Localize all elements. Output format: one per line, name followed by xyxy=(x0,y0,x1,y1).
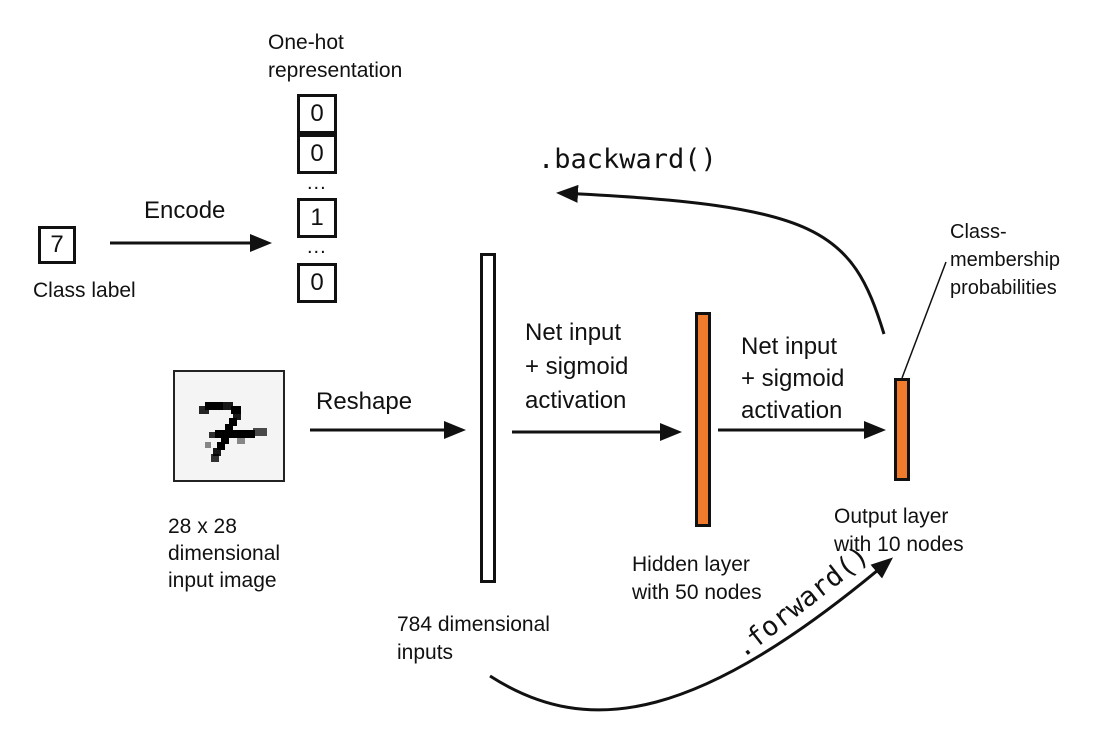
output-layer-bar xyxy=(894,378,910,481)
forward-arrow xyxy=(489,557,894,712)
one-hot-cell: 0 xyxy=(297,263,337,303)
input-image-caption-line3: input image xyxy=(168,569,277,592)
one-hot-title-line1: One-hot xyxy=(268,31,344,54)
transform-2-line2: + sigmoid xyxy=(741,365,845,392)
one-hot-cell-active: 1 xyxy=(297,198,337,238)
input-image xyxy=(173,370,285,482)
handwritten-digit-image xyxy=(199,402,267,462)
one-hot-ellipsis: ... xyxy=(307,236,327,258)
probabilities-line2: membership xyxy=(950,249,1061,271)
hidden-layer-caption-line1: Hidden layer xyxy=(632,553,750,576)
one-hot-cell: 0 xyxy=(297,134,337,174)
transform-2-line1: Net input xyxy=(741,333,838,360)
one-hot-ellipsis: ... xyxy=(307,172,327,194)
one-hot-title-line2: representation xyxy=(268,59,403,82)
backward-arrow xyxy=(556,184,886,335)
transform-1-line3: activation xyxy=(525,387,627,414)
input-layer-caption-line1: 784 dimensional xyxy=(397,613,550,636)
reshape-label: Reshape xyxy=(316,388,413,415)
encode-label: Encode xyxy=(144,197,226,224)
probabilities-line3: probabilities xyxy=(950,277,1057,299)
probabilities-pointer xyxy=(901,261,947,379)
input-image-caption-line1: 28 x 28 xyxy=(168,515,237,538)
one-hot-cell: 0 xyxy=(297,94,337,134)
transform-1-line2: + sigmoid xyxy=(525,353,629,380)
hidden-layer-caption-line2: with 50 nodes xyxy=(632,581,762,604)
output-layer-caption-line2: with 10 nodes xyxy=(834,533,964,556)
class-label-box: 7 xyxy=(38,226,76,264)
input-layer-caption-line2: inputs xyxy=(397,641,454,664)
hidden-layer-bar xyxy=(695,312,711,527)
output-layer-caption-line1: Output layer xyxy=(834,505,949,528)
transform-2-line3: activation xyxy=(741,397,843,424)
class-label-caption: Class label xyxy=(33,279,136,302)
backward-label: .backward() xyxy=(538,144,717,175)
probabilities-line1: Class- xyxy=(950,221,1007,243)
input-image-caption-line2: dimensional xyxy=(168,542,281,565)
input-layer-bar xyxy=(480,253,496,583)
transform-1-line1: Net input xyxy=(525,319,622,346)
